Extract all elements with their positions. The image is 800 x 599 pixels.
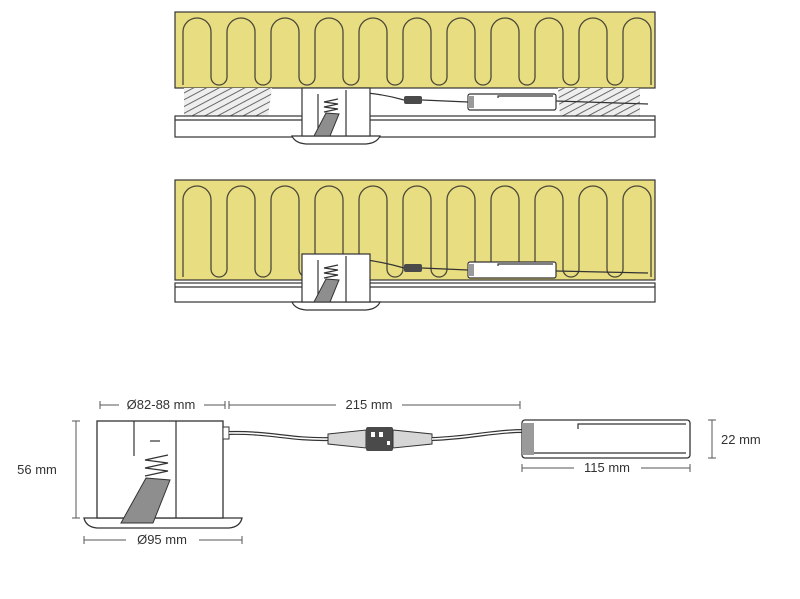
connector-notch bbox=[387, 441, 390, 445]
supply-cable bbox=[555, 270, 649, 274]
connector-notch bbox=[379, 432, 383, 437]
insulation-fibre-pattern bbox=[182, 185, 652, 278]
cable-connector bbox=[404, 96, 422, 104]
cable-connector bbox=[327, 427, 433, 451]
fixture-cable-inner bbox=[228, 432, 331, 440]
led-driver bbox=[521, 419, 691, 459]
driver-detail-line bbox=[577, 423, 686, 429]
dimension-housing-height: 56 mm bbox=[17, 420, 80, 519]
spring-clip bbox=[120, 477, 171, 524]
cutout-diameter-label: Ø82-88 mm bbox=[127, 397, 196, 412]
driver-length-label: 115 mm bbox=[584, 460, 630, 475]
led-driver bbox=[467, 93, 557, 111]
led-driver bbox=[467, 261, 557, 279]
driver-detail-line bbox=[497, 263, 553, 266]
driver-cable bbox=[421, 99, 469, 103]
dimension-driver-height: 22 mm bbox=[708, 419, 761, 459]
connector-sleeve-right bbox=[392, 429, 433, 449]
downlight-trim bbox=[291, 135, 381, 145]
downlight-side-view bbox=[83, 420, 243, 529]
cable-length-label: 215 mm bbox=[346, 397, 393, 412]
downlight-trim bbox=[291, 301, 381, 311]
connector-body bbox=[366, 427, 393, 451]
driver-end-cap bbox=[522, 423, 534, 455]
spring-coil bbox=[323, 98, 339, 113]
downlight-trim-flange bbox=[83, 517, 243, 529]
cable-gland bbox=[222, 426, 230, 440]
driver-height-label: 22 mm bbox=[721, 432, 761, 447]
downlight-housing bbox=[301, 253, 371, 303]
spring-coil bbox=[323, 264, 339, 279]
dimension-cutout-diameter: Ø82-88 mm bbox=[99, 397, 226, 412]
scene-insulation-covered bbox=[174, 179, 656, 311]
insulation-block bbox=[174, 11, 656, 89]
dimension-drawing: Ø82-88 mm 215 mm 56 mm Ø95 mm bbox=[17, 397, 761, 547]
dimension-cable-length: 215 mm bbox=[228, 397, 521, 412]
driver-end-cap bbox=[468, 264, 474, 276]
ceiling-board bbox=[174, 115, 656, 138]
downlight-housing bbox=[301, 87, 371, 137]
driver-body bbox=[521, 419, 691, 459]
downlight bbox=[291, 87, 381, 145]
scene-insulation-above bbox=[174, 11, 656, 145]
dimension-driver-length: 115 mm bbox=[521, 460, 691, 475]
spring-clip bbox=[313, 112, 340, 137]
driver-end-cap bbox=[468, 96, 474, 108]
ceiling-board bbox=[174, 282, 656, 303]
connector-notch bbox=[371, 432, 375, 437]
connector-sleeve-left bbox=[327, 429, 367, 449]
downlight bbox=[291, 253, 381, 311]
driver-cable-inner bbox=[431, 430, 523, 440]
spring-clip bbox=[313, 278, 340, 303]
trim-diameter-label: Ø95 mm bbox=[137, 532, 187, 547]
insulation-fibre-pattern bbox=[182, 17, 652, 86]
driver-detail-line bbox=[497, 95, 553, 98]
supply-cable bbox=[555, 100, 649, 105]
spring-coil bbox=[144, 454, 169, 477]
hatched-joist-left bbox=[184, 88, 272, 116]
driver-cable bbox=[421, 267, 469, 271]
housing-height-label: 56 mm bbox=[17, 462, 57, 477]
cable-connector bbox=[404, 264, 422, 272]
dimension-trim-diameter: Ø95 mm bbox=[83, 532, 243, 547]
